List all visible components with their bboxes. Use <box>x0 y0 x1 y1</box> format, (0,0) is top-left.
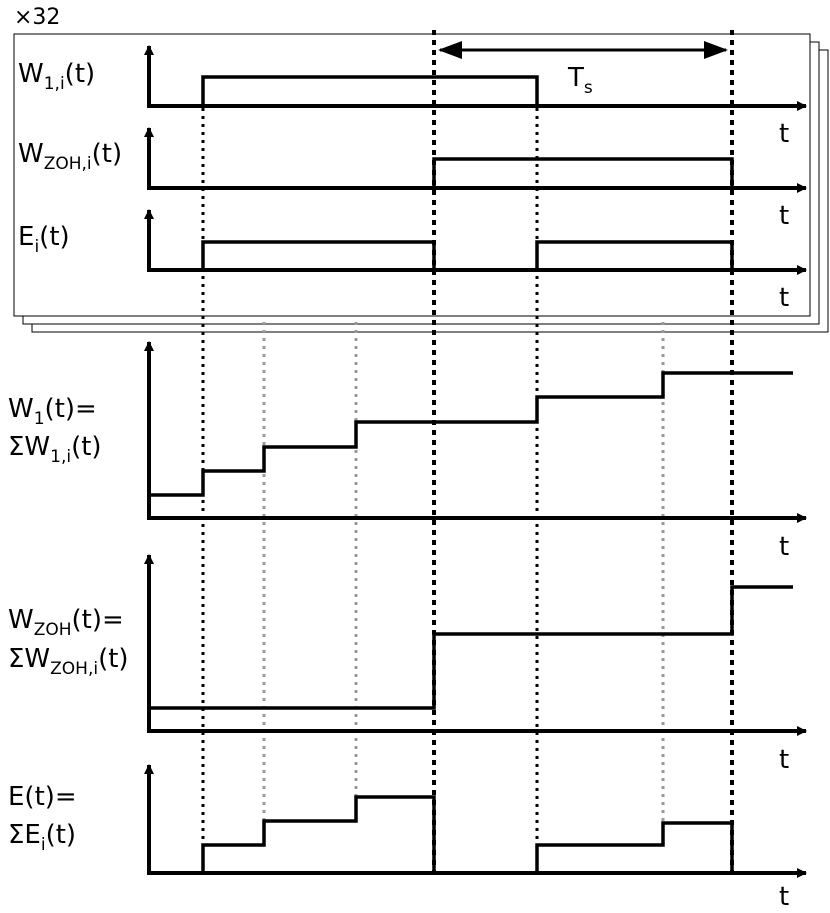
e-signal-segment-2 <box>535 821 734 873</box>
ts-arrow-head-left <box>438 41 462 59</box>
e-t-label: t <box>779 882 789 912</box>
w1-label-line1: W1(t)= <box>8 394 97 429</box>
ts-arrow-head-right <box>704 41 728 59</box>
ei-label: Ei(t) <box>18 222 70 257</box>
ei-signal-pulse-2 <box>535 240 734 270</box>
e-signal-segment-1 <box>201 795 436 873</box>
wzohi-signal <box>432 157 734 188</box>
wzoh-staircase <box>149 585 793 710</box>
w1-label-line2: ΣW1,i(t) <box>8 432 102 467</box>
e-label-line2: ΣEi(t) <box>8 820 76 855</box>
e-label-line1: E(t)= <box>8 782 77 812</box>
ei-signal-pulse-1 <box>201 240 436 270</box>
w1i-label: W1,i(t) <box>18 59 95 94</box>
w1-staircase <box>149 371 793 497</box>
w1i-t-label: t <box>779 119 789 149</box>
ts-label: Ts <box>567 63 593 98</box>
stack-count-label: ×32 <box>14 5 60 30</box>
w1-t-label: t <box>779 532 789 562</box>
wzohi-label: WZOH,i(t) <box>18 139 122 174</box>
wzohi-t-label: t <box>779 201 789 231</box>
wzoh-label-line1: WZOH(t)= <box>8 605 124 640</box>
w1i-signal <box>201 75 539 106</box>
ei-t-label: t <box>779 283 789 313</box>
wzoh-t-label: t <box>779 745 789 775</box>
wzoh-label-line2: ΣWZOH,i(t) <box>8 644 129 679</box>
